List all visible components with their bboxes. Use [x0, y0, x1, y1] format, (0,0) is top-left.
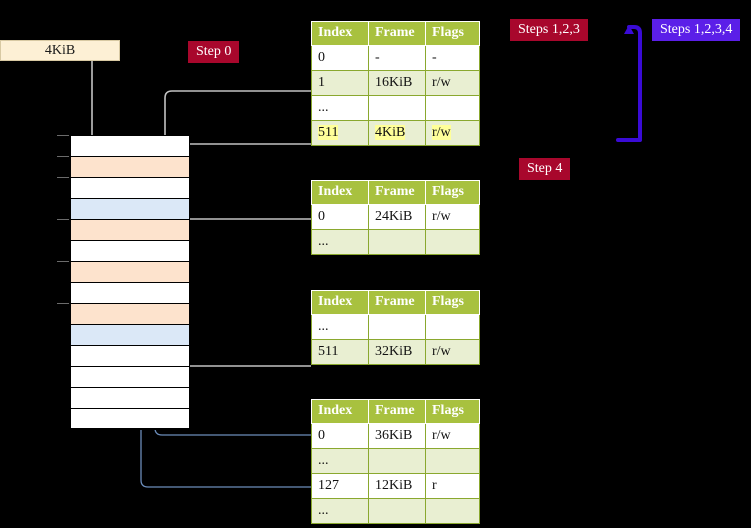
memory-frame-row: [71, 345, 189, 366]
column-header-flags: Flags: [425, 21, 480, 46]
table-row: ...: [311, 498, 480, 524]
cell-frame: 24KiB: [368, 204, 426, 230]
column-header-frame: Frame: [368, 180, 426, 205]
column-header-flags: Flags: [425, 180, 480, 205]
cell-frame: 16KiB: [368, 70, 426, 96]
cell-index: ...: [311, 314, 369, 340]
cell-flags: [425, 314, 480, 340]
cell-frame: [368, 314, 426, 340]
memory-row-tick: [57, 156, 69, 157]
cell-flags: [425, 448, 480, 474]
badge-steps-1-2-3-4: Steps 1,2,3,4: [652, 19, 741, 41]
column-header-flags: Flags: [425, 290, 480, 315]
cell-frame: [368, 229, 426, 255]
column-header-frame: Frame: [368, 290, 426, 315]
cell-flags: r: [425, 473, 480, 499]
cell-index: 0: [311, 204, 369, 230]
badge-step-4: Step 4: [519, 158, 571, 180]
cell-frame: 36KiB: [368, 423, 426, 449]
cell-index: 127: [311, 473, 369, 499]
cell-flags: [425, 95, 480, 121]
cell-flags: -: [425, 45, 480, 71]
cell-index: ...: [311, 448, 369, 474]
memory-frame-row: [71, 282, 189, 303]
cell-flags: r/w: [425, 423, 480, 449]
cell-flags: r/w: [425, 120, 480, 146]
cell-index: ...: [311, 229, 369, 255]
memory-frame-row: [57, 261, 189, 282]
cell-frame: 4KiB: [368, 120, 426, 146]
memory-frame-row: [71, 408, 189, 429]
cell-index: 511: [311, 339, 369, 365]
memory-row-tick: [57, 303, 69, 304]
column-header-frame: Frame: [368, 21, 426, 46]
memory-frame-row: [57, 177, 189, 198]
memory-frame-row: [71, 198, 189, 219]
cell-frame: [368, 95, 426, 121]
memory-frame-row: [71, 366, 189, 387]
memory-frame-row: [57, 135, 189, 156]
badge-steps-1-2-3: Steps 1,2,3: [510, 19, 588, 41]
wire-steps-loop-arrow: [624, 25, 642, 141]
memory-frame-row: [57, 156, 189, 177]
cell-flags: r/w: [425, 204, 480, 230]
column-header-index: Index: [311, 21, 369, 46]
table-row: ...: [311, 95, 480, 121]
highlighted-value: r/w: [432, 125, 451, 140]
cell-flags: r/w: [425, 70, 480, 96]
cell-flags: [425, 498, 480, 524]
column-header-flags: Flags: [425, 399, 480, 424]
source-frame-label: 4KiB: [44, 43, 76, 58]
memory-frame-row: [57, 219, 189, 240]
cell-frame: 12KiB: [368, 473, 426, 499]
cell-index: ...: [311, 498, 369, 524]
column-header-frame: Frame: [368, 399, 426, 424]
memory-row-tick: [57, 177, 69, 178]
highlighted-value: 511: [318, 125, 339, 140]
memory-row-tick: [57, 219, 69, 220]
column-header-index: Index: [311, 399, 369, 424]
cell-flags: r/w: [425, 339, 480, 365]
badge-step-0: Step 0: [188, 41, 240, 63]
cell-frame: 32KiB: [368, 339, 426, 365]
memory-frame-row: [71, 240, 189, 261]
cell-index: 0: [311, 423, 369, 449]
highlighted-value: 4KiB: [375, 125, 406, 140]
source-frame-box: 4KiB: [0, 40, 120, 61]
table-row: 511 4KiB r/w: [311, 120, 480, 146]
memory-frame-row: [57, 303, 189, 324]
column-header-index: Index: [311, 180, 369, 205]
table-row: ...: [311, 314, 480, 340]
memory-row-tick: [57, 261, 69, 262]
memory-frame-row: [71, 324, 189, 345]
table-row: 0--: [311, 45, 480, 71]
table-row: ...: [311, 448, 480, 474]
cell-index: 0: [311, 45, 369, 71]
wire-l3-entry0-to-memory: [174, 218, 311, 258]
cell-frame: -: [368, 45, 426, 71]
cell-flags: [425, 229, 480, 255]
physical-memory-column: [57, 135, 190, 430]
edge-notch-marker: [480, 128, 484, 137]
memory-row-tick: [57, 135, 69, 136]
cell-frame: [368, 498, 426, 524]
table-row: ...: [311, 229, 480, 255]
cell-index: ...: [311, 95, 369, 121]
column-header-index: Index: [311, 290, 369, 315]
cell-frame: [368, 448, 426, 474]
memory-frame-row: [71, 387, 189, 408]
cell-index: 511: [311, 120, 369, 146]
cell-index: 1: [311, 70, 369, 96]
